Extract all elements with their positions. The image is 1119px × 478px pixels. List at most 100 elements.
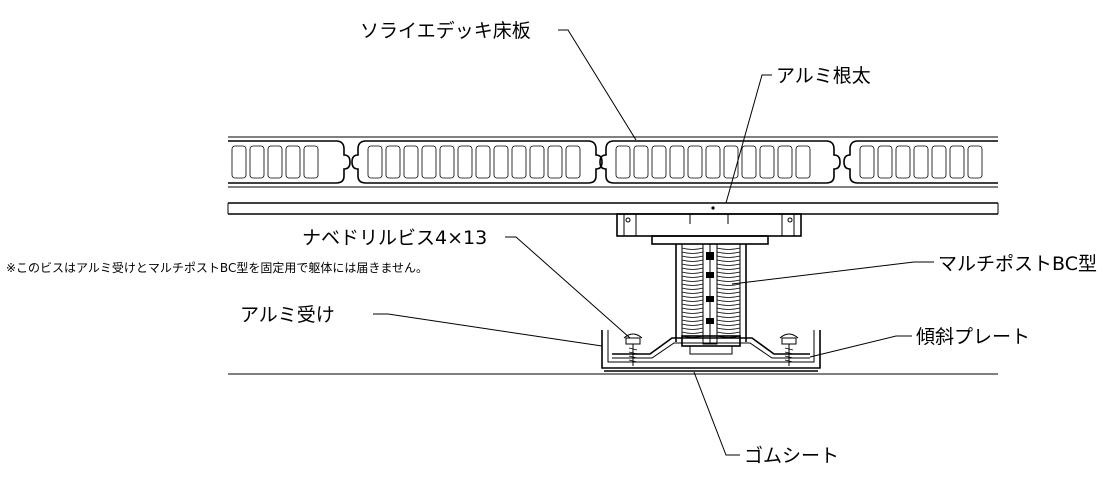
thread-line [716,307,741,310]
deck-cell [931,145,947,179]
thread-line [716,311,741,314]
thread-line [716,323,741,326]
deck-cell [367,145,383,179]
deck-cell [877,145,893,179]
leader-lines [373,29,934,456]
deck-cell [741,145,757,179]
thread-line [716,263,741,266]
deck-cell [303,145,319,179]
thread-line [681,299,704,302]
thread-line [716,271,741,274]
deck-cell [285,145,301,179]
thread-line [681,327,704,330]
label-multipost: マルチポストBC型 [938,253,1097,275]
thread-line [716,295,741,298]
thread-line [681,315,704,318]
thread-line [716,259,741,262]
deck-cell [267,145,283,179]
thread-line [716,327,741,330]
thread-line [681,283,704,286]
deck-boards [228,136,998,188]
thread-line [716,299,741,302]
deck-cell [249,145,265,179]
thread-line [681,311,704,314]
thread-line [681,291,704,294]
multipost-threads [681,247,741,338]
deck-cell [669,145,685,179]
deck-cell [687,145,703,179]
deck-cell [403,145,419,179]
thread-line [716,315,741,318]
thread-line [681,287,704,290]
deck-board-3 [599,140,841,184]
deck-cell [777,145,793,179]
thread-line [716,267,741,270]
thread-line [681,255,704,258]
thread-line [681,275,704,278]
thread-line [681,323,704,326]
deck-cell [795,145,811,179]
thread-line [681,251,704,254]
deck-cell [967,145,983,179]
deck-cell [633,145,649,179]
deck-board-4 [843,140,998,184]
deck-cell [421,145,437,179]
thread-line [716,275,741,278]
thread-line [716,303,741,306]
deck-board-1 [228,140,351,184]
thread-line [681,295,704,298]
label-aluminum-receiver: アルミ受け [240,304,335,326]
deck-cell [651,145,667,179]
deck-board-cells [231,145,983,179]
thread-line [681,247,704,250]
thread-line [716,283,741,286]
thread-line [716,279,741,282]
thread-line [716,247,741,250]
deck-cell [565,145,581,179]
label-deck-board: ソライエデッキ床板 [360,20,531,42]
deck-cell [615,145,631,179]
thread-line [681,319,704,322]
deck-cell [913,145,929,179]
deck-cell [859,145,875,179]
thread-line [716,255,741,258]
deck-cell [511,145,527,179]
deck-cell [547,145,563,179]
thread-line [716,291,741,294]
thread-line [681,259,704,262]
deck-cell [231,145,247,179]
screw-right [779,333,799,366]
joist-bracket [616,213,802,245]
thread-line [716,319,741,322]
label-tilt-plate: 傾斜プレート [916,326,1030,348]
deck-cell [529,145,545,179]
multipost-body [675,243,747,345]
base-assembly [601,330,821,372]
deck-cell [949,145,965,179]
thread-line [681,331,704,334]
thread-line [681,267,704,270]
deck-cell [705,145,721,179]
deck-board-2 [351,140,603,184]
deck-cell [493,145,509,179]
thread-line [681,303,704,306]
deck-cell [759,145,775,179]
thread-line [681,307,704,310]
screw-left [623,333,643,366]
thread-line [681,279,704,282]
deck-cell [475,145,491,179]
thread-line [716,251,741,254]
deck-cell [385,145,401,179]
deck-cell [723,145,739,179]
deck-cell [895,145,911,179]
thread-line [716,331,741,334]
label-aluminum-joist: アルミ根太 [776,65,871,87]
deck-cell [457,145,473,179]
thread-line [681,271,704,274]
aluminum-joist [227,202,999,215]
label-screw: ナベドリルビス4×13 [302,227,487,249]
label-rubber-sheet: ゴムシート [744,445,839,467]
thread-line [681,263,704,266]
deck-cell [439,145,455,179]
